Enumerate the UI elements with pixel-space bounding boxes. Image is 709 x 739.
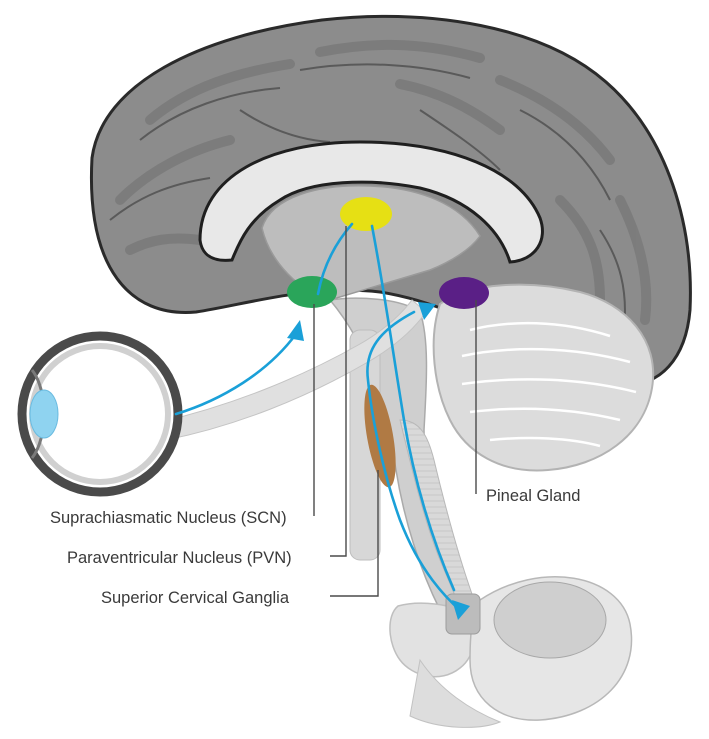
vertebra xyxy=(389,576,633,728)
spinal-cord xyxy=(399,419,473,599)
label-scn: Suprachiasmatic Nucleus (SCN) xyxy=(50,509,287,527)
gyri xyxy=(115,39,652,325)
label-pineal-gland: Pineal Gland xyxy=(486,487,581,505)
sulci xyxy=(109,63,626,331)
arrowhead-pineal xyxy=(418,302,436,320)
cerebellum-folia xyxy=(461,321,637,448)
arrowhead-ganglion xyxy=(452,600,470,620)
scn-nucleus xyxy=(287,276,337,308)
label-superior-cervical-ganglia: Superior Cervical Ganglia xyxy=(101,589,290,607)
eye xyxy=(17,331,183,497)
leader-lines xyxy=(313,226,477,597)
pineal-gland xyxy=(439,277,489,309)
neural-pathway xyxy=(174,222,464,614)
leader-scg xyxy=(330,470,379,597)
eye-lens xyxy=(29,389,59,439)
pvn-nucleus xyxy=(340,197,392,231)
label-pvn: Paraventricular Nucleus (PVN) xyxy=(67,549,292,567)
cerebellum xyxy=(432,283,655,472)
leader-pvn xyxy=(330,226,347,557)
corpus-callosum xyxy=(198,140,544,264)
arrowhead-scn xyxy=(287,320,304,341)
